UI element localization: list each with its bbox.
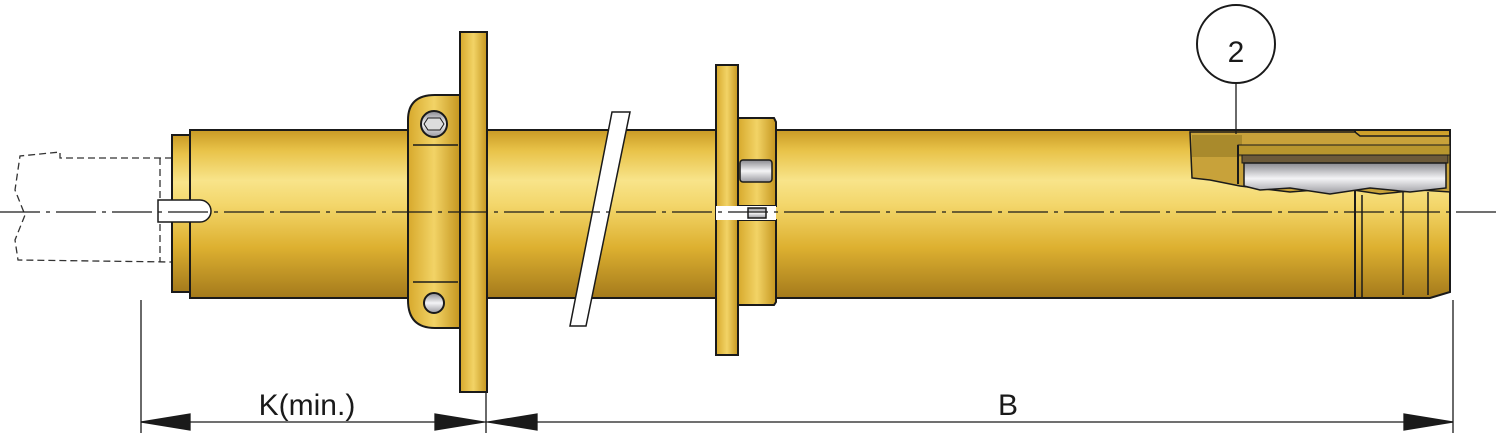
mounting-flange [407, 31, 488, 393]
dimension-lines [140, 300, 1454, 433]
break-mark [569, 111, 631, 327]
keyway-slot [157, 199, 212, 223]
callout-2: 2 [1196, 4, 1276, 134]
dimension-b-label: B [998, 389, 1018, 422]
cutaway-bearing-section [1189, 131, 1451, 195]
callout-number: 2 [1228, 36, 1245, 69]
phantom-shaft [14, 151, 173, 263]
split-flange [715, 64, 777, 356]
bolt-icon [423, 292, 445, 314]
dimension-k-label: K(min.) [259, 389, 356, 422]
